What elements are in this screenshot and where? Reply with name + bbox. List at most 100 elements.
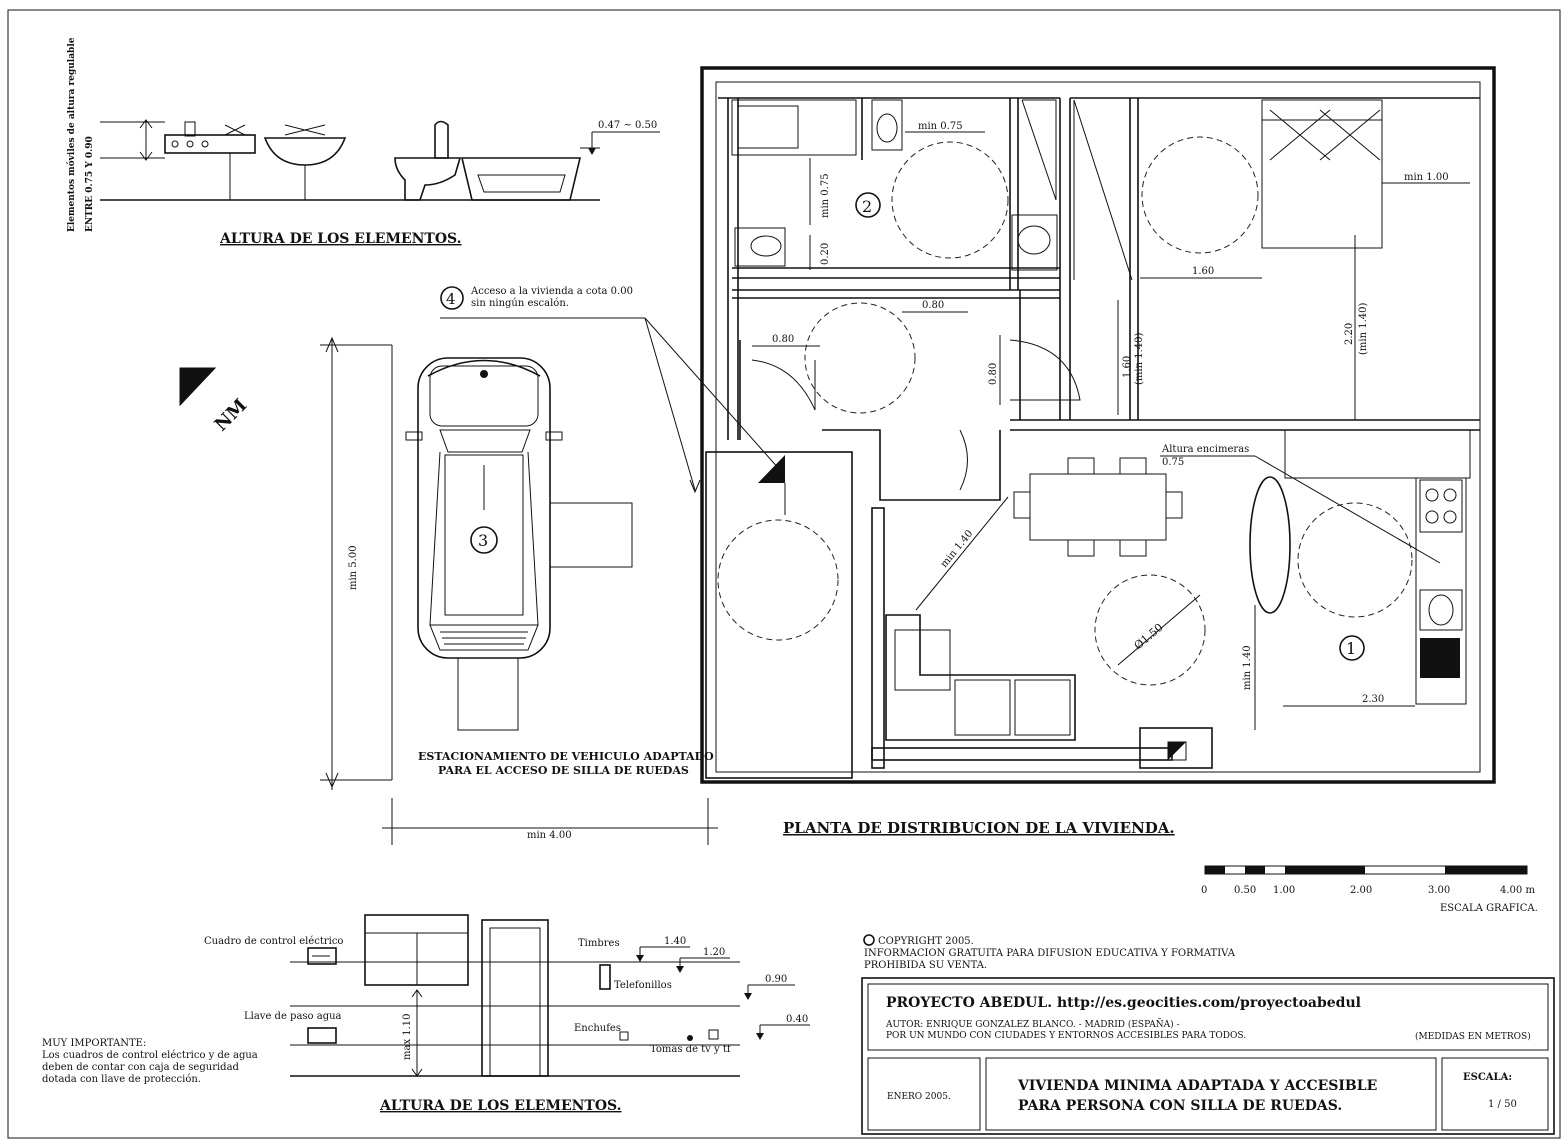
units-note: (MEDIDAS EN METROS) (1415, 1031, 1531, 1042)
dim-220-min: (min 1.40) (1358, 303, 1369, 355)
scale-tick-100: 1.00 (1273, 885, 1295, 896)
tv-label: Tomas de tv y tf (650, 1044, 732, 1055)
panel-label: Cuadro de control eléctrico (204, 936, 343, 947)
copyright-line3: PROHIBIDA SU VENTA. (864, 960, 987, 971)
turning-circle (1141, 136, 1259, 254)
access-note: 4 Acceso a la vivienda a cota 0.00 sin n… (440, 286, 781, 494)
turning-circle (1094, 574, 1206, 686)
water-valve-icon (307, 1027, 337, 1044)
project-line: PROYECTO ABEDUL. http://es.geocities.com… (886, 995, 1361, 1011)
turning-circle (804, 302, 916, 414)
dim-min075-v: min 0.75 (820, 173, 831, 218)
dim-min140-diag: min 1.40 (939, 528, 976, 570)
vertical-note-line2: ENTRE 0.75 Y 0.90 (85, 136, 95, 232)
rear-transfer-mat (457, 657, 519, 731)
bathtub-icon (460, 157, 582, 201)
fridge-icon (1420, 638, 1460, 678)
h090-label: 0.90 (765, 974, 787, 985)
counter-note-line2: 0.75 (1162, 457, 1184, 468)
heights-bottom-title: ALTURA DE LOS ELEMENTOS. (379, 1098, 622, 1114)
parking-area: min 5.00 min 4.00 3 ESTACIONAMIENTO DE V… (320, 336, 718, 845)
north-arrow-icon: NM (179, 367, 252, 436)
bath-height-label: 0.47 ~ 0.50 (598, 120, 657, 131)
washbasin-plan (1011, 214, 1058, 271)
intercom-icon (599, 964, 611, 990)
important-line3: dotada con llave de protección. (42, 1074, 201, 1085)
dim-min075-h: min 0.75 (918, 121, 963, 132)
door-icon (481, 919, 549, 1077)
important-line1: Los cuadros de control eléctrico y de ag… (42, 1050, 258, 1061)
sheet-border (7, 9, 1561, 1139)
kitchen-counter (1284, 429, 1471, 479)
copyright-note: COPYRIGHT 2005. INFORMACION GRATUITA PAR… (863, 934, 1236, 971)
drawing-title-line2: PARA PERSONA CON SILLA DE RUEDAS. (1018, 1098, 1342, 1114)
h120-label: 1.20 (703, 947, 725, 958)
north-label: NM (211, 395, 252, 436)
trolley-icon (1249, 476, 1291, 614)
fireplace-icon (1139, 727, 1213, 769)
dim-160-v: 1.60 (1122, 356, 1133, 378)
scale-caption: ESCALA GRAFICA. (1440, 903, 1538, 914)
floor-plan-title: PLANTA DE DISTRIBUCION DE LA VIVIENDA. (783, 819, 1175, 837)
max110-label: max 1.10 (402, 1013, 413, 1060)
parking-number: 3 (478, 531, 488, 550)
outer-wall (700, 66, 1496, 784)
dim-min140-v: min 1.40 (1242, 645, 1253, 690)
access-number: 4 (446, 290, 456, 308)
cooktop-icon (1419, 479, 1463, 533)
sofa-icon (885, 614, 1076, 741)
copyright-icon (863, 934, 875, 946)
dining-table-icon (1029, 473, 1167, 541)
drawing-title-line1: VIVIENDA MINIMA ADAPTADA Y ACCESIBLE (1017, 1078, 1377, 1094)
elements-heights-top: Elementos móviles de altura regulable EN… (66, 37, 660, 247)
bells-label: Timbres (578, 938, 620, 949)
floor-plan: 2 1 min 0.75 min 0.75 0.20 0.80 0.80 0.8… (700, 66, 1496, 837)
h040-label: 0.40 (786, 1014, 808, 1025)
dim-080-b: 0.80 (772, 334, 794, 345)
scale-label: ESCALA: (1463, 1072, 1512, 1083)
water-valve-label: Llave de paso agua (244, 1011, 342, 1022)
dim-080-door: 0.80 (988, 363, 999, 385)
side-transfer-mat (549, 502, 633, 568)
bed-icon (1261, 99, 1383, 249)
shower-chair (737, 105, 799, 149)
access-note-line1: Acceso a la vivienda a cota 0.00 (470, 286, 633, 297)
toilet-plan (871, 99, 903, 151)
counter-note-line1: Altura encimeras (1161, 444, 1249, 455)
elements-heights-bottom: max 1.10 Cuadro de control eléctrico Lla… (204, 914, 810, 1114)
toilet-icon (434, 120, 449, 159)
scale-tick-400: 4.00 m (1500, 885, 1535, 896)
parking-caption-line2: PARA EL ACCESO DE SILLA DE RUEDAS (438, 764, 689, 777)
intercom-label: Telefonillos (614, 980, 672, 991)
scale-tick-050: 0.50 (1234, 885, 1256, 896)
scale-tick-200: 2.00 (1350, 885, 1372, 896)
motto-line: POR UN MUNDO CON CIUDADES Y ENTORNOS ACC… (886, 1031, 1246, 1041)
important-line2: deben de contar con caja de seguridad (42, 1062, 240, 1073)
dim-020: 0.20 (820, 243, 831, 265)
dim-min100: min 1.00 (1404, 172, 1449, 183)
room1-number: 1 (1346, 639, 1356, 658)
parking-caption-line1: ESTACIONAMIENTO DE VEHICULO ADAPTADO (418, 750, 714, 763)
title-block: PROYECTO ABEDUL. http://es.geocities.com… (861, 977, 1555, 1135)
access-number-circle (440, 286, 464, 310)
scale-tick-300: 3.00 (1428, 885, 1450, 896)
toilet2-plan (734, 227, 786, 267)
copyright-line2: INFORMACION GRATUITA PARA DIFUSION EDUCA… (864, 948, 1236, 959)
socket-icon (619, 1031, 629, 1041)
scale-value: 1 / 50 (1488, 1099, 1517, 1110)
date-label: ENERO 2005. (887, 1092, 951, 1102)
electric-panel-icon (307, 947, 337, 965)
dim-220: 2.20 (1344, 323, 1355, 345)
copyright-line1: COPYRIGHT 2005. (878, 936, 974, 947)
dim-230: 2.30 (1362, 694, 1384, 705)
sink-icon (263, 137, 347, 166)
kitchen-sink-icon (1419, 589, 1463, 631)
graphic-scale: 0 0.50 1.00 2.00 3.00 4.00 m ESCALA GRAF… (1201, 865, 1538, 914)
dim-diam150: Ø1.50 (1132, 621, 1166, 653)
paved-entrance (705, 451, 853, 779)
scale-tick-0: 0 (1201, 885, 1207, 896)
dim-160-v-min: (min 1.40) (1134, 333, 1145, 385)
parking-dim-length: min 5.00 (348, 545, 359, 590)
parking-dim-width: min 4.00 (527, 830, 572, 841)
